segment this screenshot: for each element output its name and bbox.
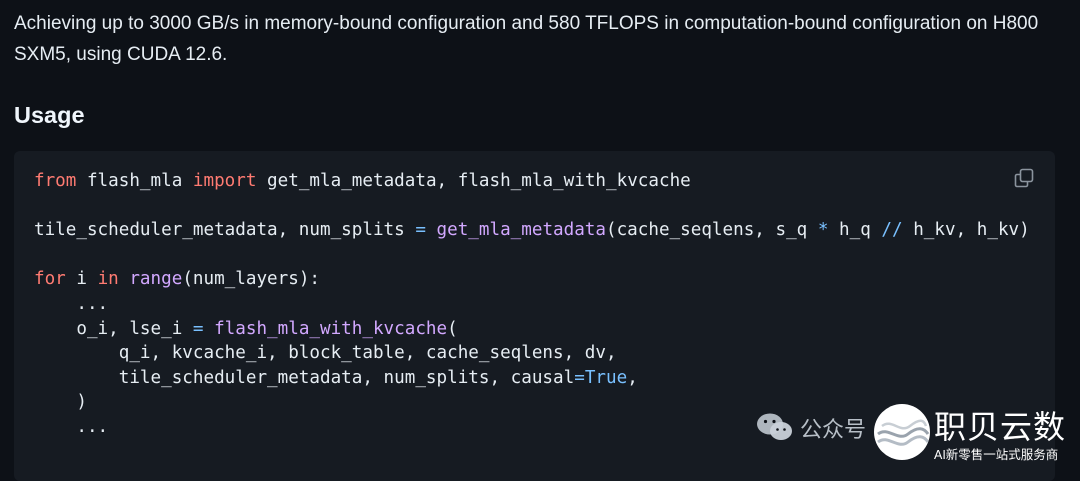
watermark: 公众号 职贝云数 AI新零售一站式服务商 — [756, 404, 1076, 466]
code-token: ... — [34, 416, 109, 437]
code-token: import — [192, 171, 257, 191]
code-token: for — [34, 269, 66, 290]
code-token — [119, 269, 130, 289]
section-heading: Usage — [14, 102, 85, 128]
intro-paragraph: Achieving up to 3000 GB/s in memory-boun… — [14, 13, 1039, 65]
code-token: range — [129, 269, 183, 290]
watermark-tagline: AI新零售一站式服务商 — [934, 448, 1059, 462]
code-content[interactable]: from flash_mla import get_mla_metadata, … — [34, 169, 1030, 440]
code-token: tile_scheduler_metadata, num_splits, cau… — [34, 367, 575, 388]
code-token: get_mla_metadata, flash_mla_with_kvcache — [256, 171, 691, 191]
code-token: in — [97, 269, 119, 290]
code-token: // — [881, 220, 903, 241]
code-line: ... — [34, 415, 1030, 440]
code-line: ) — [34, 390, 1030, 415]
code-token: ) — [34, 392, 87, 413]
code-line: q_i, kvcache_i, block_table, cache_seqle… — [34, 341, 1030, 366]
code-token: flash_mla — [76, 171, 193, 191]
code-line — [34, 243, 1030, 268]
code-line — [34, 194, 1030, 219]
code-token: h_q — [828, 220, 882, 241]
code-token: flash_mla_with_kvcache — [214, 318, 448, 339]
code-token: , — [627, 367, 638, 388]
code-token: get_mla_metadata — [436, 220, 606, 241]
code-token: ( — [447, 318, 458, 339]
code-line: tile_scheduler_metadata, num_splits = ge… — [34, 218, 1030, 243]
code-token — [426, 220, 437, 240]
code-token: i — [65, 269, 98, 290]
code-token: = — [192, 318, 204, 339]
code-line: from flash_mla import get_mla_metadata, … — [34, 169, 1030, 194]
code-token: (cache_seqlens, s_q — [606, 220, 818, 241]
code-line: o_i, lse_i = flash_mla_with_kvcache( — [34, 317, 1030, 342]
copy-button[interactable] — [1011, 165, 1037, 191]
code-token: o_i, lse_i — [34, 318, 193, 339]
watermark-brand-name: 职贝云数 — [934, 409, 1067, 445]
code-token: = — [415, 220, 426, 241]
code-token — [203, 319, 214, 339]
code-token: q_i, kvcache_i, block_table, cache_seqle… — [34, 343, 617, 364]
code-token: h_kv, h_kv) — [902, 220, 1030, 241]
code-token: ... — [34, 293, 109, 314]
watermark-channel-label: 公众号 — [800, 417, 867, 442]
code-token: (num_layers): — [182, 269, 321, 290]
code-line: ... — [34, 292, 1030, 317]
code-token: tile_scheduler_metadata, num_splits — [34, 220, 416, 241]
code-token: from — [34, 171, 77, 191]
code-token: * — [817, 220, 829, 241]
code-line: tile_scheduler_metadata, num_splits, cau… — [34, 366, 1030, 391]
code-token: = — [574, 367, 585, 388]
code-line: for i in range(num_layers): — [34, 267, 1030, 292]
copy-icon — [1014, 168, 1034, 188]
wechat-icon — [757, 413, 792, 440]
code-block: from flash_mla import get_mla_metadata, … — [14, 151, 1055, 481]
brand-logo-icon — [874, 404, 930, 460]
code-token: True — [584, 367, 628, 388]
